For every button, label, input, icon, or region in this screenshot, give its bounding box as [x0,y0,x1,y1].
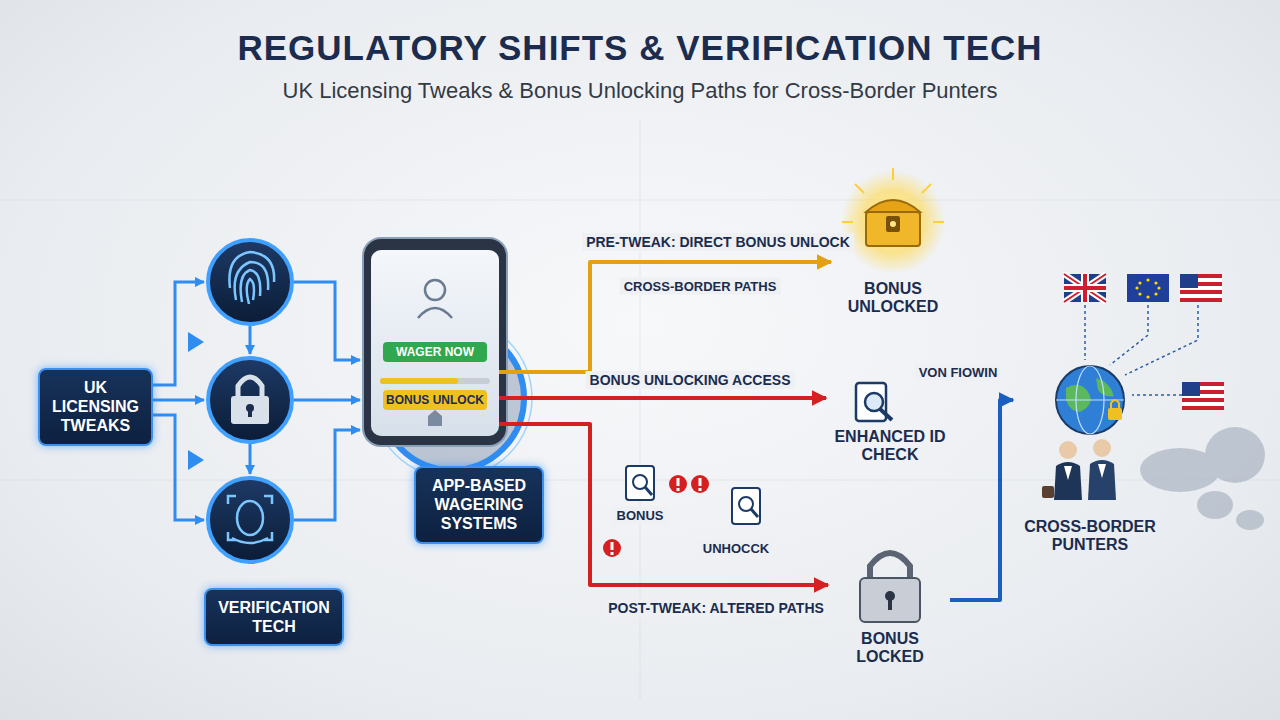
grid-lines [0,120,1280,700]
verification-box: VERIFICATION TECH [204,588,344,646]
fingerprint-icon [208,240,292,324]
edge-label: PRE-TWEAK: DIRECT BONUS UNLOCK [582,233,854,251]
flow-connector [499,424,828,585]
flow-connector [950,400,1013,600]
id-check-icon [856,383,892,421]
treasure-chest-icon [841,168,945,274]
bonus-locked-node: BONUS LOCKED [830,538,950,671]
node-label: VERIFICATION TECH [214,598,334,636]
app-button: BONUS UNLOCK [383,390,487,410]
title: REGULATORY SHIFTS & VERIFICATION TECH [0,28,1280,68]
locked-padlock-icon [860,553,920,622]
globe-icon [1056,366,1124,434]
subtitle: UK Licensing Tweaks & Bonus Unlocking Pa… [0,78,1280,104]
phone-screen: WAGER NOW BONUS UNLOCK [371,250,499,436]
path-note: CROSS-BORDER PATHS [620,278,781,295]
people-figures [1042,439,1116,500]
flow-connector [499,396,826,400]
flow-connector [499,262,831,372]
face-scan-icon [208,478,292,562]
punters-node: CROSS-BORDER PUNTERS [1015,340,1165,595]
node-label: CROSS-BORDER PUNTERS [1019,518,1161,555]
path-note: BONUS [613,507,668,524]
phone-illustration [363,238,532,478]
node-label: BONUS LOCKED [834,630,946,667]
world-map [1140,427,1265,530]
flow-arrowheads [188,332,204,470]
node-label: UK LICENSING TWEAKS [48,378,143,436]
app-button: WAGER NOW [383,342,487,362]
edge-label: VON FIOWIN [915,364,1002,381]
node-label: APP-BASED WAGERING SYSTEMS [424,476,534,534]
licensing-box: UK LICENSING TWEAKS [38,368,153,446]
node-label: ENHANCED ID CHECK [832,428,948,465]
path-note: UNHOCCK [699,540,773,557]
edge-label: POST-TWEAK: ALTERED PATHS [604,599,828,617]
node-label: BONUS UNLOCKED [837,280,949,317]
system-box: APP-BASED WAGERING SYSTEMS [414,466,544,544]
edge-label: BONUS UNLOCKING ACCESS [586,371,795,389]
padlock-icon [208,358,292,442]
id-check-node: ENHANCED ID CHECK [828,376,952,469]
